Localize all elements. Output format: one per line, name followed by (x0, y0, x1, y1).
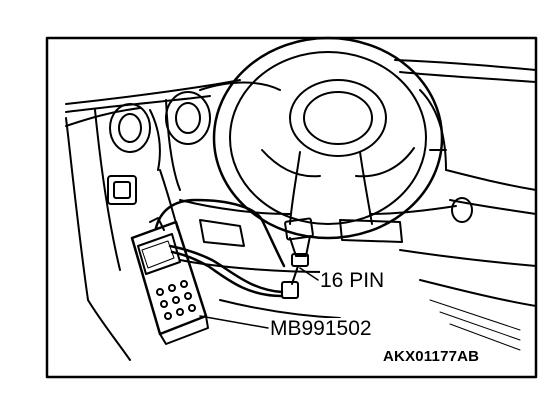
hand-held-tester (130, 217, 209, 345)
leader-lines (199, 267, 319, 329)
connector-label: 16 PIN (320, 269, 385, 292)
right-dash-panel (419, 89, 537, 223)
steering-wheel (212, 36, 444, 240)
figure-code: AKX01177AB (383, 348, 480, 365)
instrument-cluster (165, 81, 281, 191)
steering-hub (289, 79, 387, 157)
right-vent (451, 197, 473, 223)
leader-16pin (299, 267, 319, 281)
hazard-switch (107, 175, 137, 205)
tester-label: MB991502 (270, 317, 372, 340)
leader-tester (199, 315, 269, 329)
left-vent (109, 103, 151, 153)
floor-hatching (429, 299, 521, 351)
figure-frame (45, 36, 538, 379)
tester-cable (154, 198, 286, 298)
lower-dash (179, 199, 537, 319)
left-dash-panel (65, 103, 179, 361)
diagnostic-connector (281, 217, 314, 299)
